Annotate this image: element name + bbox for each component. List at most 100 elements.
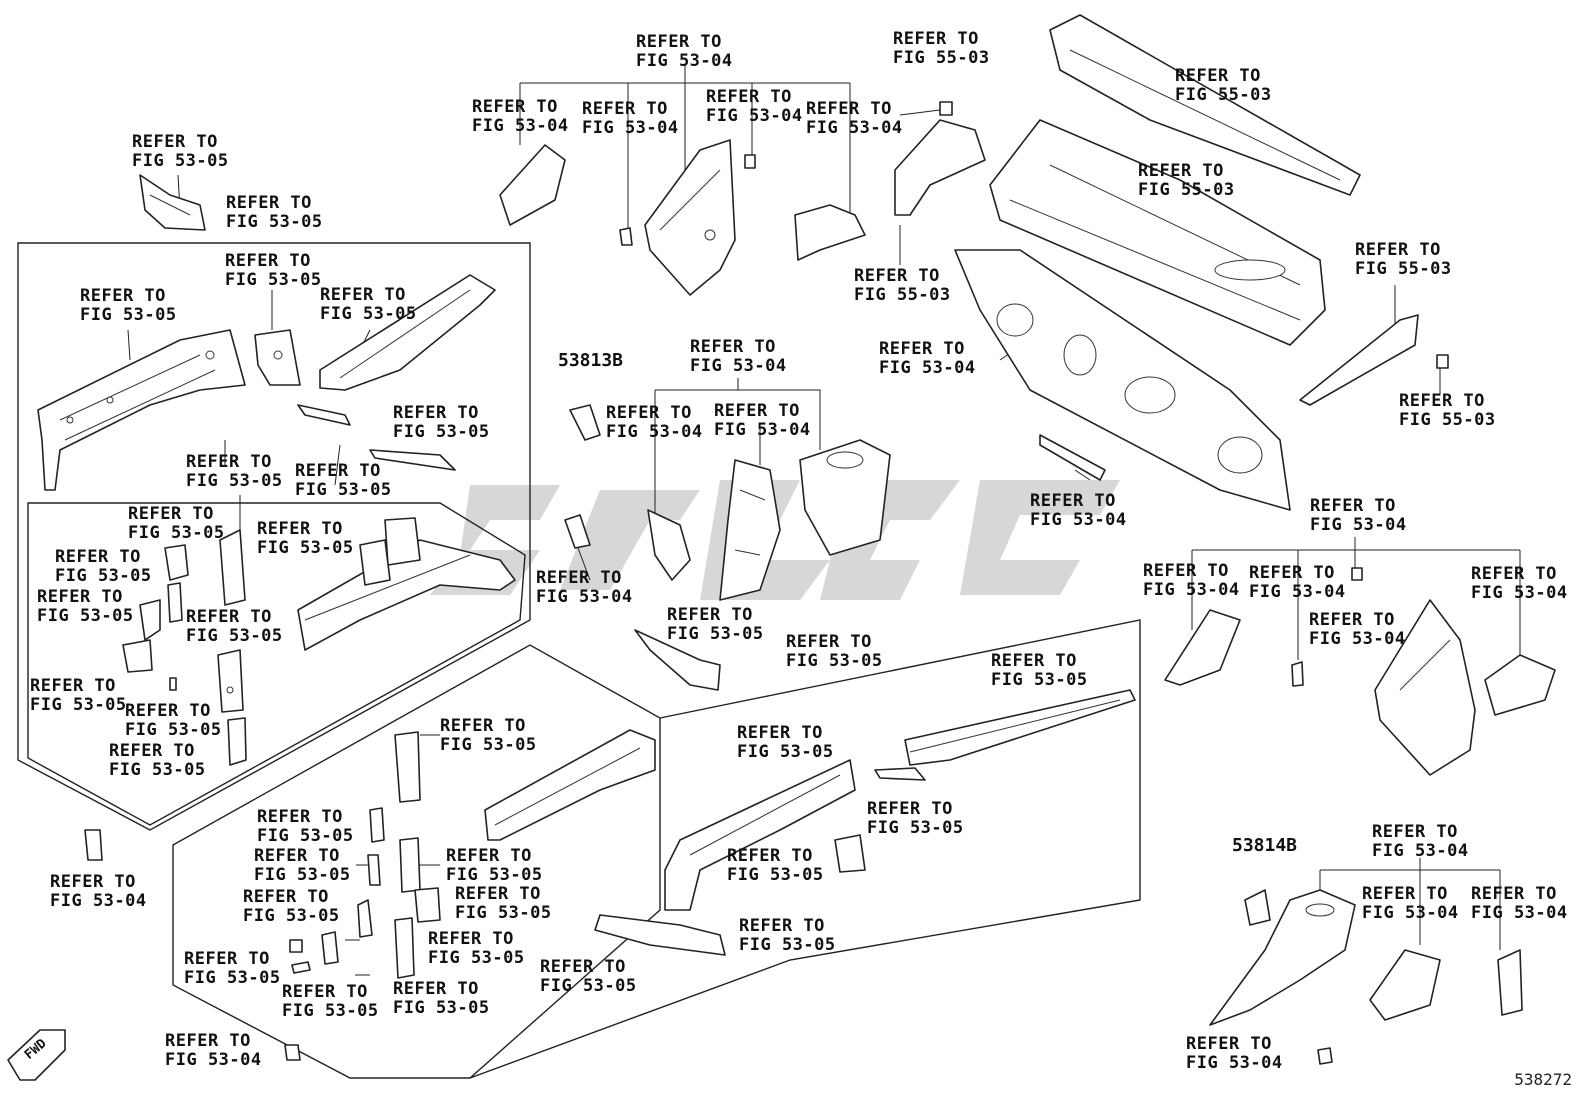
part-front-pillar-lower[interactable] [664,759,856,911]
part-cowl-top-inner[interactable] [989,119,1326,346]
part-53814b-bracket[interactable] [1244,889,1271,926]
part-lower-reinforcement-b[interactable] [219,529,246,606]
part-right-lower-bracket-a[interactable] [1369,949,1441,1021]
part-pillar-bracket[interactable] [834,834,866,873]
part-centre-small-a[interactable] [564,514,591,549]
part-right-bolt[interactable] [1436,354,1449,369]
part-lower-plate-g[interactable] [227,717,247,766]
part-upper-bolt-b[interactable] [939,101,953,116]
part-small-clip[interactable] [169,677,177,691]
part-cowl-side-brace[interactable] [1299,314,1419,406]
part-right-bracket-b[interactable] [1484,654,1556,716]
part-dash-reinforcement[interactable] [1039,434,1106,481]
part-lower-bracket-e[interactable] [122,639,153,673]
part-lower-small-d[interactable] [321,931,339,965]
part-right-bolt-b[interactable] [1351,567,1363,581]
part-upper-left-bracket[interactable] [139,174,206,231]
part-small-plate-a[interactable] [297,404,351,426]
part-right-lower-bracket-b[interactable] [1497,949,1523,1016]
part-lower-reinforcement-d[interactable] [167,582,183,623]
part-upper-bolt[interactable] [744,154,756,169]
part-rocker-plate[interactable] [874,767,926,781]
part-lower-small-a[interactable] [369,807,385,843]
part-apron-upper-bracket[interactable] [254,329,301,386]
part-lower-pillar-a[interactable] [394,731,421,803]
part-right-front-panel[interactable] [1374,599,1476,776]
part-centre-brace[interactable] [647,509,691,581]
part-dash-panel[interactable] [954,249,1291,511]
part-number-53813b[interactable]: 53813B [558,350,624,371]
part-rocker-inner[interactable] [904,689,1136,766]
part-lower-bracket-f[interactable] [217,649,244,713]
part-upper-bracket-b[interactable] [794,204,866,261]
part-apron-upper-rail[interactable] [319,274,496,391]
part-front-side-member-lower[interactable] [297,517,516,651]
part-centre-suspension-tower[interactable] [799,439,891,556]
part-upper-small-clip[interactable] [619,227,633,246]
part-mid-channel[interactable] [634,629,721,691]
part-right-clip-a[interactable] [1291,661,1304,687]
part-lower-reinforcement-a[interactable] [164,544,189,581]
part-cowl-top-outer[interactable] [1049,14,1361,196]
part-lower-channel[interactable] [594,914,726,956]
part-lower-small-e[interactable] [289,939,303,953]
part-front-side-member-upper[interactable] [37,329,246,491]
part-lower-pillar-b[interactable] [399,837,421,893]
part-small-plate-b[interactable] [369,449,456,471]
part-lower-side-member[interactable] [484,729,656,841]
part-centre-panel[interactable] [719,459,781,601]
part-lower-small-g[interactable] [357,899,373,938]
part-right-apron-a[interactable] [1164,609,1241,686]
part-lower-small-b[interactable] [367,854,381,886]
part-upper-front-panel[interactable] [644,139,736,296]
